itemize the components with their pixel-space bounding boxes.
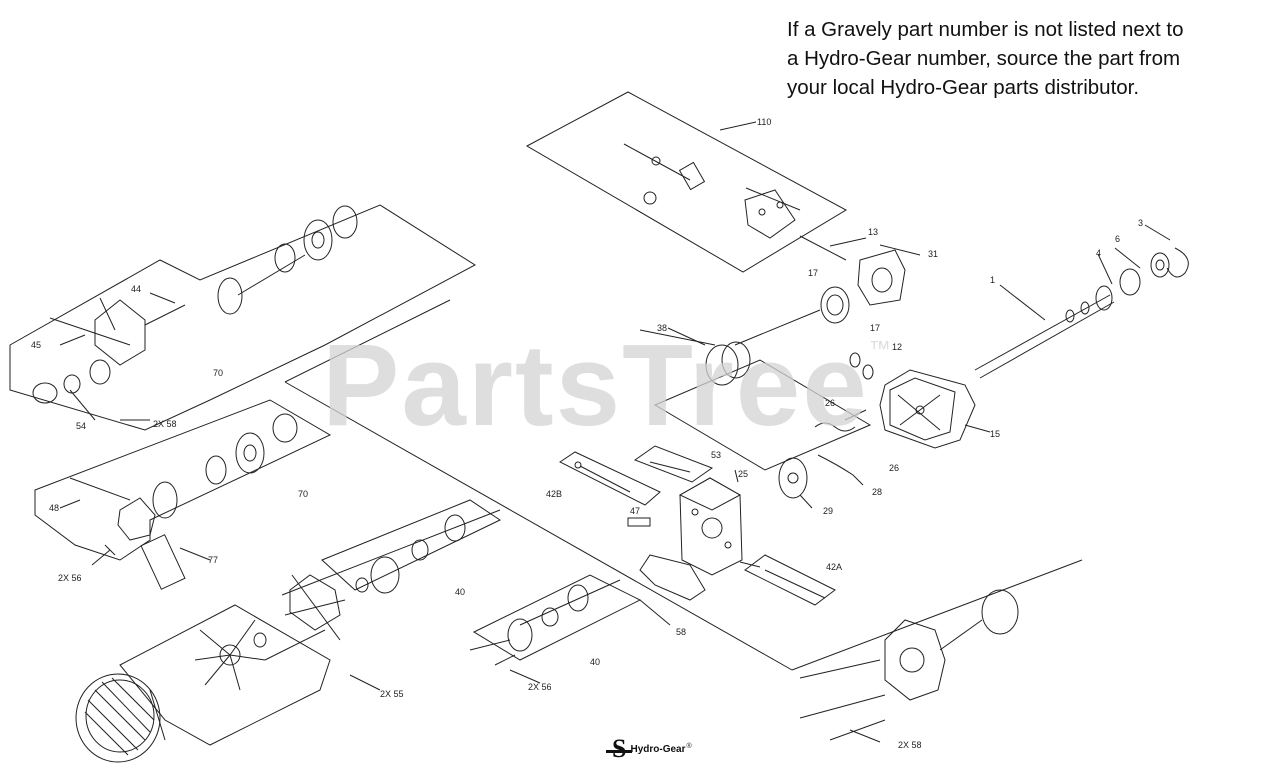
part-25-center-block	[678, 469, 743, 576]
watermark-text: PartsTree	[322, 320, 869, 450]
callout-45: 45	[31, 340, 42, 350]
part-31-housing	[799, 235, 906, 306]
fan-assembly	[75, 604, 331, 763]
callout-26b: 26	[889, 463, 900, 473]
callout-12: 12	[892, 342, 903, 352]
hydro-gear-logo: S Hydro-Gear ®	[606, 734, 692, 763]
callout-3: 3	[1138, 218, 1144, 228]
logo-text: Hydro-Gear	[630, 743, 686, 755]
callout-13: 13	[868, 227, 879, 237]
callout-2x56b: 2X 56	[528, 682, 552, 692]
motor-assembly-70a	[9, 204, 476, 431]
callout-48: 48	[49, 503, 60, 513]
note-line-1: If a Gravely part number is not listed n…	[787, 18, 1184, 41]
callout-38: 38	[657, 323, 668, 333]
part-42b-bolt	[559, 451, 661, 506]
callout-40b: 40	[590, 657, 601, 667]
part-17-seal	[734, 286, 850, 346]
watermark-tm: ™	[868, 336, 893, 361]
part-42a-bolt	[744, 554, 836, 606]
callout-77: 77	[208, 555, 219, 565]
leader-lines	[264, 299, 1083, 671]
callout-42b: 42B	[546, 489, 563, 499]
part-47	[627, 517, 651, 527]
motor-assembly-70b	[34, 399, 332, 590]
callout-47: 47	[630, 506, 641, 516]
end-cap-assembly	[799, 589, 1019, 741]
callout-31: 31	[928, 249, 939, 259]
pump-assembly-40b	[469, 574, 642, 666]
note-line-3: your local Hydro-Gear parts distributor.	[787, 76, 1140, 99]
part-58-bracket	[639, 554, 706, 626]
callout-6: 6	[1115, 234, 1121, 244]
callout-42a: 42A	[826, 562, 843, 572]
callout-44: 44	[131, 284, 142, 294]
partstree-watermark: PartsTree™	[322, 318, 893, 452]
callout-40a: 40	[455, 587, 466, 597]
callout-54: 54	[76, 421, 87, 431]
logo-reg: ®	[686, 742, 692, 750]
logo-s-mark: S	[612, 734, 627, 763]
part-29-plate	[778, 457, 813, 509]
callout-28: 28	[872, 487, 883, 497]
spring-parts	[814, 409, 867, 486]
callout-17b: 17	[870, 323, 881, 333]
callout-2x55: 2X 55	[380, 689, 404, 699]
assembly-110	[525, 91, 848, 273]
callout-70a: 70	[213, 368, 224, 378]
callout-29: 29	[823, 506, 834, 516]
callout-25: 25	[738, 469, 749, 479]
callout-70b: 70	[298, 489, 309, 499]
note-line-2: a Hydro-Gear number, source the part fro…	[787, 47, 1181, 70]
part-15-housing	[849, 352, 991, 449]
callout-110: 110	[757, 117, 772, 127]
callout-17a: 17	[808, 268, 819, 278]
callout-2x56a: 2X 56	[58, 573, 82, 583]
sourcing-note: If a Gravely part number is not listed n…	[787, 15, 1267, 102]
callout-58: 58	[676, 627, 687, 637]
callout-1: 1	[990, 275, 996, 285]
callout-2x58a: 2X 58	[153, 419, 177, 429]
callout-2x58b: 2X 58	[898, 740, 922, 750]
logo-bar	[606, 750, 632, 753]
part-53-fitting	[633, 445, 714, 483]
input-shaft-assembly	[974, 224, 1189, 379]
callout-53: 53	[711, 450, 722, 460]
callout-26a: 26	[825, 398, 836, 408]
callout-15: 15	[990, 429, 1001, 439]
callout-4: 4	[1096, 248, 1102, 258]
part-38-pump	[639, 329, 872, 471]
pump-assembly-40a	[284, 499, 502, 641]
callout-leaders	[59, 244, 921, 743]
